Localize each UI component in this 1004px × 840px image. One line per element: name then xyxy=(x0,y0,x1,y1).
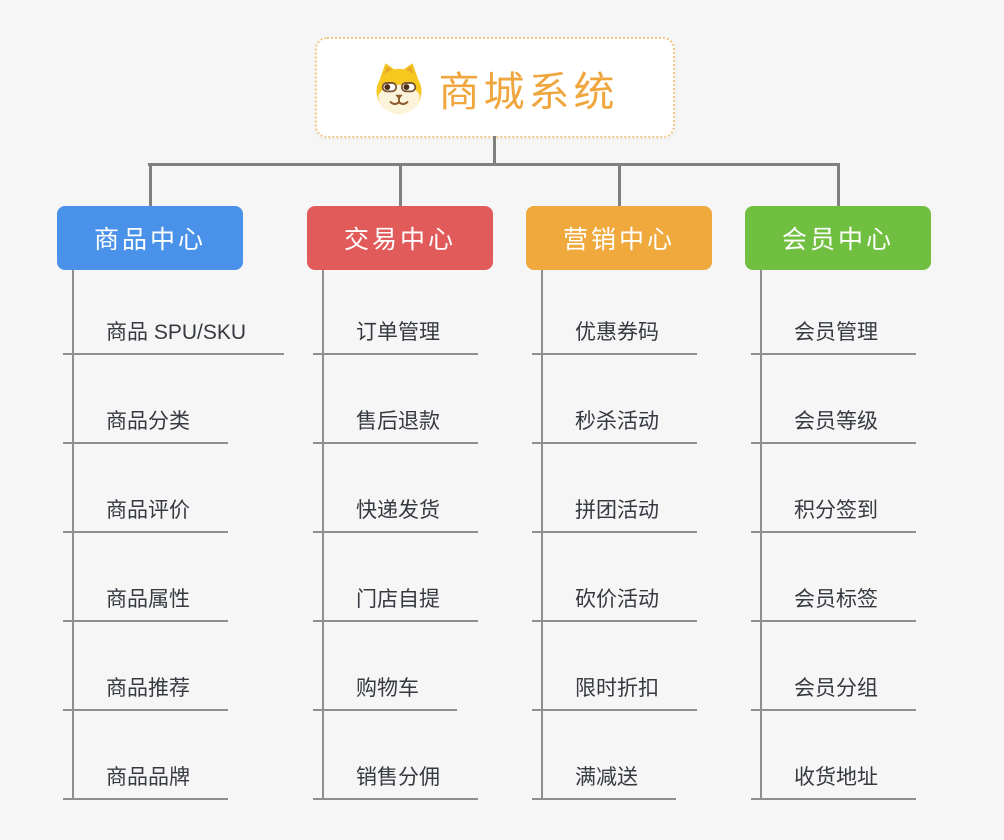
child-row: 秒杀活动 xyxy=(526,355,697,444)
child-row: 商品分类 xyxy=(57,355,284,444)
child-node[interactable]: 会员分组 xyxy=(751,672,916,711)
branch-spine-line xyxy=(72,270,74,800)
child-row: 商品 SPU/SKU xyxy=(57,266,285,355)
child-node[interactable]: 订单管理 xyxy=(313,316,478,355)
child-node[interactable]: 优惠券码 xyxy=(532,316,697,355)
child-row: 会员分组 xyxy=(745,622,916,711)
child-row: 优惠券码 xyxy=(526,266,697,355)
connector-drop-line xyxy=(148,165,152,206)
child-row: 订单管理 xyxy=(307,266,478,355)
child-node[interactable]: 购物车 xyxy=(313,672,457,711)
child-node[interactable]: 商品分类 xyxy=(63,405,228,444)
connector-horizontal-line xyxy=(148,163,840,166)
child-node[interactable]: 积分签到 xyxy=(751,494,916,533)
branch-column: 商品中心 商品 SPU/SKU 商品分类商品评价商品属性商品推荐商品品牌 xyxy=(57,206,285,826)
child-row: 会员标签 xyxy=(745,533,916,622)
root-node[interactable]: 商城系统 xyxy=(315,37,675,138)
child-row: 商品品牌 xyxy=(57,711,284,800)
child-row: 商品评价 xyxy=(57,444,284,533)
child-node[interactable]: 会员管理 xyxy=(751,316,916,355)
child-node[interactable]: 售后退款 xyxy=(313,405,478,444)
child-row: 销售分佣 xyxy=(307,711,478,800)
branch-header[interactable]: 会员中心 xyxy=(745,206,931,270)
branch-label: 营销中心 xyxy=(562,226,675,254)
root-title: 商城系统 xyxy=(438,68,619,115)
branch-header[interactable]: 营销中心 xyxy=(526,206,712,270)
dog-face-icon xyxy=(376,62,421,114)
child-row: 会员等级 xyxy=(745,355,916,444)
child-node[interactable]: 限时折扣 xyxy=(532,672,697,711)
connector-drop-line xyxy=(617,165,621,206)
child-row: 商品推荐 xyxy=(57,622,284,711)
child-row: 满减送 xyxy=(526,711,697,800)
branch-header[interactable]: 交易中心 xyxy=(307,206,493,270)
child-node[interactable]: 快递发货 xyxy=(313,494,478,533)
child-row: 收货地址 xyxy=(745,711,916,800)
child-node[interactable]: 门店自提 xyxy=(313,583,478,622)
child-node[interactable]: 商品属性 xyxy=(63,583,228,622)
child-node[interactable]: 商品推荐 xyxy=(63,672,228,711)
branch-spine-line xyxy=(760,270,762,800)
child-row: 门店自提 xyxy=(307,533,478,622)
branch-header[interactable]: 商品中心 xyxy=(57,206,243,270)
child-row: 快递发货 xyxy=(307,444,478,533)
branch-children: 商品 SPU/SKU 商品分类商品评价商品属性商品推荐商品品牌 xyxy=(57,266,285,800)
child-node[interactable]: 秒杀活动 xyxy=(532,405,697,444)
branch-children: 会员管理会员等级积分签到会员标签会员分组收货地址 xyxy=(745,266,916,800)
branch-label: 会员中心 xyxy=(781,226,894,254)
connector-drop-line xyxy=(836,165,840,206)
child-row: 商品属性 xyxy=(57,533,284,622)
child-node[interactable]: 销售分佣 xyxy=(313,761,478,800)
branch-column: 营销中心 优惠券码秒杀活动拼团活动砍价活动限时折扣满减送 xyxy=(526,206,712,826)
connector-root-stub xyxy=(493,136,496,164)
child-node[interactable]: 砍价活动 xyxy=(532,583,697,622)
child-row: 限时折扣 xyxy=(526,622,697,711)
child-row: 售后退款 xyxy=(307,355,478,444)
branch-children: 优惠券码秒杀活动拼团活动砍价活动限时折扣满减送 xyxy=(526,266,697,800)
branch-spine-line xyxy=(541,270,543,800)
child-node[interactable]: 会员标签 xyxy=(751,583,916,622)
child-node[interactable]: 满减送 xyxy=(532,761,676,800)
branch-column: 会员中心 会员管理会员等级积分签到会员标签会员分组收货地址 xyxy=(745,206,931,826)
branch-column: 交易中心 订单管理售后退款快递发货门店自提购物车销售分佣 xyxy=(307,206,493,826)
branch-label: 交易中心 xyxy=(343,226,456,254)
child-row: 会员管理 xyxy=(745,266,916,355)
child-node[interactable]: 商品品牌 xyxy=(63,761,228,800)
child-row: 拼团活动 xyxy=(526,444,697,533)
child-node[interactable]: 商品 SPU/SKU xyxy=(63,316,285,355)
branch-label: 商品中心 xyxy=(93,226,206,254)
branch-spine-line xyxy=(322,270,324,800)
child-row: 购物车 xyxy=(307,622,478,711)
child-node[interactable]: 商品评价 xyxy=(63,494,228,533)
connector-drop-line xyxy=(398,165,402,206)
child-node[interactable]: 会员等级 xyxy=(751,405,916,444)
child-node[interactable]: 收货地址 xyxy=(751,761,916,800)
child-row: 积分签到 xyxy=(745,444,916,533)
branch-children: 订单管理售后退款快递发货门店自提购物车销售分佣 xyxy=(307,266,478,800)
child-node[interactable]: 拼团活动 xyxy=(532,494,697,533)
child-row: 砍价活动 xyxy=(526,533,697,622)
